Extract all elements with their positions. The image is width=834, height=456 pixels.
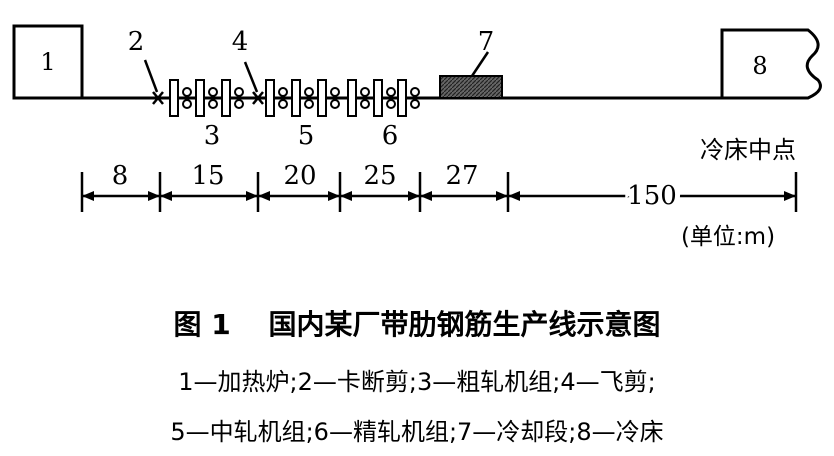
dimension-arrowhead bbox=[160, 191, 172, 201]
finishing-mill-stand bbox=[397, 79, 407, 117]
callout-3: 3 bbox=[204, 121, 221, 151]
roughing-mill-roll bbox=[208, 99, 218, 109]
unit-note: (单位:m) bbox=[681, 224, 775, 250]
roughing-mill-roll bbox=[182, 99, 192, 109]
dimension-8: 8 bbox=[112, 161, 129, 191]
dimension-arrowhead bbox=[148, 191, 160, 201]
callout-5: 5 bbox=[298, 121, 315, 151]
figure-title: 图 1 国内某厂带肋钢筋生产线示意图 bbox=[174, 308, 661, 341]
dimension-arrowhead bbox=[420, 191, 432, 201]
dimension-arrowhead bbox=[408, 191, 420, 201]
callout-6: 6 bbox=[382, 121, 399, 151]
finishing-mill-roll bbox=[360, 87, 370, 97]
roughing-mill-group bbox=[169, 79, 244, 117]
dimension-25: 25 bbox=[363, 161, 396, 191]
flying-shear-mark bbox=[252, 91, 264, 105]
dimension-arrowhead bbox=[328, 191, 340, 201]
finishing-mill-roll bbox=[386, 99, 396, 109]
dimension-arrowhead bbox=[82, 191, 94, 201]
intermediate-mill-group bbox=[265, 79, 340, 117]
roughing-mill-roll bbox=[182, 87, 192, 97]
intermediate-mill-roll bbox=[304, 99, 314, 109]
finishing-mill-group bbox=[347, 79, 420, 117]
dimension-chain bbox=[80, 172, 798, 212]
cooling-bed-box bbox=[720, 28, 822, 100]
legend-line-2: 5—中轧机组;6—精轧机组;7—冷却段;8—冷床 bbox=[170, 418, 663, 446]
finishing-mill-roll bbox=[360, 99, 370, 109]
dimension-15: 15 bbox=[191, 161, 224, 191]
intermediate-mill-roll bbox=[278, 99, 288, 109]
callout-4-leader bbox=[243, 61, 259, 93]
cooling-bed-midpoint-label: 冷床中点 bbox=[700, 136, 796, 164]
roughing-mill-roll bbox=[208, 87, 218, 97]
intermediate-mill-stand bbox=[291, 79, 301, 117]
dimension-20: 20 bbox=[283, 161, 316, 191]
legend-line-1: 1—加热炉;2—卡断剪;3—粗轧机组;4—飞剪; bbox=[178, 368, 655, 396]
roughing-mill-stand bbox=[195, 79, 205, 117]
dimension-arrowhead bbox=[508, 191, 520, 201]
callout-4: 4 bbox=[232, 27, 249, 57]
finishing-mill-roll bbox=[386, 87, 396, 97]
intermediate-mill-roll bbox=[330, 87, 340, 97]
crop-shear-mark bbox=[152, 91, 164, 105]
callout-2: 2 bbox=[128, 27, 145, 57]
heating-furnace-box bbox=[12, 24, 84, 100]
intermediate-mill-roll bbox=[278, 87, 288, 97]
finishing-mill-stand bbox=[347, 79, 357, 117]
dimension-arrowhead bbox=[340, 191, 352, 201]
intermediate-mill-stand bbox=[317, 79, 327, 117]
dimension-150: 150 bbox=[627, 181, 677, 211]
cooling-section-block bbox=[439, 75, 503, 99]
roughing-mill-stand bbox=[169, 79, 179, 117]
dimension-arrowhead bbox=[784, 191, 796, 201]
dimension-arrowhead bbox=[246, 191, 258, 201]
finishing-mill-roll bbox=[410, 87, 420, 97]
intermediate-mill-roll bbox=[330, 99, 340, 109]
callout-1: 1 bbox=[40, 48, 55, 76]
dimension-arrowhead bbox=[258, 191, 270, 201]
callout-2-leader bbox=[143, 59, 159, 93]
callout-7-leader bbox=[470, 51, 490, 77]
roughing-mill-stand bbox=[221, 79, 231, 117]
finishing-mill-roll bbox=[410, 99, 420, 109]
dimension-27: 27 bbox=[445, 161, 478, 191]
finishing-mill-stand bbox=[373, 79, 383, 117]
callout-8: 8 bbox=[752, 52, 767, 80]
dimension-arrowhead bbox=[496, 191, 508, 201]
callout-7: 7 bbox=[478, 27, 495, 57]
roughing-mill-roll bbox=[234, 99, 244, 109]
roughing-mill-roll bbox=[234, 87, 244, 97]
intermediate-mill-stand bbox=[265, 79, 275, 117]
intermediate-mill-roll bbox=[304, 87, 314, 97]
